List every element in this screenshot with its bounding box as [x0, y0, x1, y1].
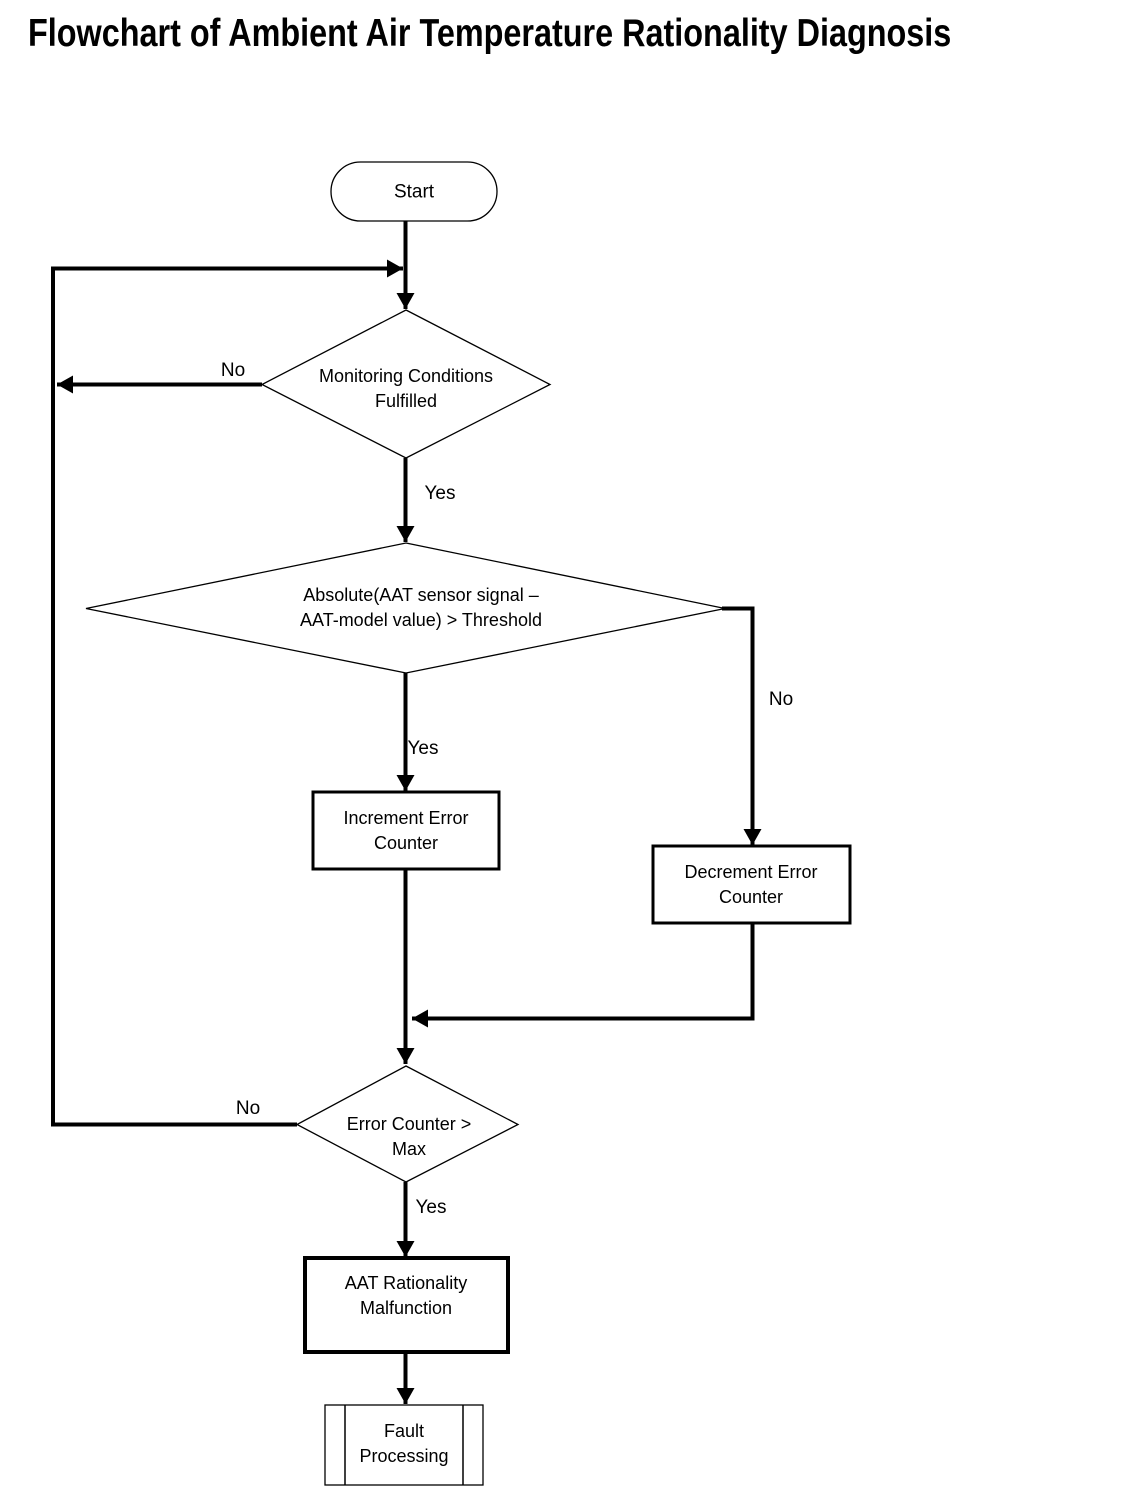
malfunction-label: AAT Rationality Malfunction — [344, 1273, 468, 1318]
monitoring-label: Monitoring Conditions Fulfilled — [318, 366, 494, 411]
threshold-label: Absolute(AAT sensor signal – AAT-model v… — [300, 585, 542, 630]
counter-max-decision-shape — [295, 1065, 520, 1183]
decrement-process-shape — [651, 844, 852, 925]
increment-process-shape — [311, 790, 501, 871]
fault-predefined-shape — [324, 1404, 484, 1486]
counter-max-no-label: No — [235, 1098, 261, 1119]
counter-max-yes-label: Yes — [415, 1197, 447, 1218]
threshold-yes-label: Yes — [407, 738, 439, 759]
edge-threshold-no — [722, 606, 762, 845]
start-terminator-shape — [330, 161, 498, 222]
increment-label: Increment Error Counter — [343, 808, 469, 853]
page-title: Flowchart of Ambient Air Temperature Rat… — [28, 12, 952, 55]
monitoring-yes-label: Yes — [424, 483, 456, 504]
edge-counter-max-no-loop — [51, 259, 403, 1127]
threshold-decision-shape — [85, 542, 726, 674]
monitoring-no-label: No — [220, 360, 246, 381]
malfunction-process-shape — [303, 1256, 510, 1354]
fault-label: Fault Processing — [359, 1421, 449, 1466]
start-label: Start — [393, 181, 435, 203]
monitoring-decision-shape — [260, 309, 552, 459]
decrement-label: Decrement Error Counter — [684, 862, 818, 907]
edge-decrement-merge — [412, 922, 755, 1028]
counter-max-label: Error Counter > Max — [346, 1114, 472, 1159]
threshold-no-label: No — [768, 689, 794, 710]
